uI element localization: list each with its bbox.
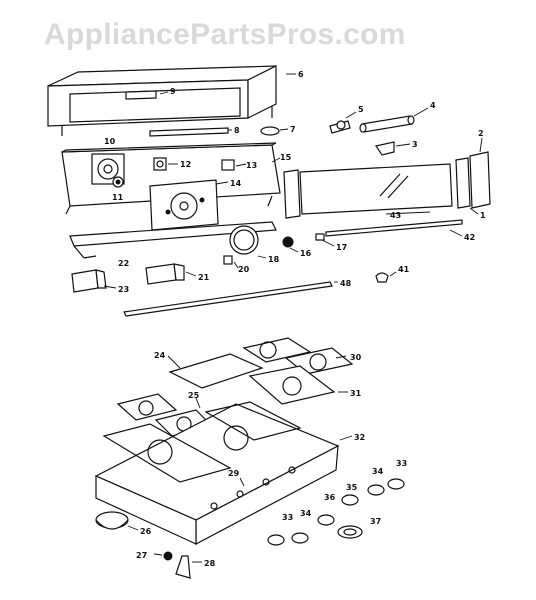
- part-26-cap[interactable]: [95, 511, 129, 530]
- label-13: 13: [246, 161, 257, 170]
- label-26: 26: [140, 527, 152, 536]
- label-7: 7: [290, 125, 296, 134]
- label-17: 17: [336, 243, 347, 252]
- part-14-control-dial[interactable]: [149, 179, 219, 231]
- label-31: 31: [350, 389, 362, 398]
- part-42-rail[interactable]: [325, 219, 463, 237]
- part-22-support-rail[interactable]: [69, 221, 277, 259]
- label-2: 2: [478, 129, 484, 138]
- label-22: 22: [118, 259, 129, 268]
- part-19-ring[interactable]: [229, 225, 259, 255]
- label-10: 10: [104, 137, 116, 146]
- label-6: 6: [298, 70, 304, 79]
- part-1-end-bracket[interactable]: [283, 157, 471, 219]
- part-2-end-cap[interactable]: [469, 151, 491, 209]
- part-7-clip[interactable]: [260, 126, 280, 136]
- part-16-grommet[interactable]: [282, 236, 294, 248]
- label-33-left: 33: [282, 513, 293, 522]
- label-35: 35: [346, 483, 358, 492]
- label-1: 1: [480, 211, 486, 220]
- label-3: 3: [412, 140, 418, 149]
- part-23-box[interactable]: [71, 269, 107, 293]
- label-24: 24: [154, 351, 166, 360]
- label-12: 12: [180, 160, 191, 169]
- label-48: 48: [340, 279, 352, 288]
- leader-lines: [103, 73, 483, 563]
- label-20: 20: [238, 265, 250, 274]
- part-43-glass-panel[interactable]: [299, 163, 453, 215]
- part-3-bracket[interactable]: [375, 141, 395, 156]
- part-17-clip[interactable]: [315, 233, 325, 241]
- label-18: 18: [268, 255, 280, 264]
- part-6-backguard-trim[interactable]: [47, 65, 277, 136]
- part-32-cooktop-frame[interactable]: [94, 401, 340, 545]
- part-5-socket[interactable]: [329, 120, 351, 134]
- label-8: 8: [234, 126, 240, 135]
- part-21-box[interactable]: [145, 263, 185, 285]
- label-23: 23: [118, 285, 129, 294]
- label-29: 29: [228, 469, 240, 478]
- part-31-grate[interactable]: [248, 365, 336, 405]
- label-41: 41: [398, 265, 410, 274]
- label-11: 11: [112, 193, 124, 202]
- label-43: 43: [390, 211, 401, 220]
- label-36: 36: [324, 493, 336, 502]
- part-24-cover[interactable]: [168, 353, 264, 389]
- label-5: 5: [358, 105, 364, 114]
- label-37: 37: [370, 517, 381, 526]
- label-33: 33: [396, 459, 407, 468]
- label-34-left: 34: [300, 509, 312, 518]
- label-4: 4: [430, 101, 436, 110]
- part-8-strip[interactable]: [149, 127, 229, 137]
- part-41-clip[interactable]: [375, 272, 389, 283]
- watermark-text: AppliancePartsPros.com: [44, 18, 406, 51]
- label-30: 30: [350, 353, 362, 362]
- part-4-fluorescent-tube[interactable]: [359, 115, 415, 133]
- part-13-switch[interactable]: [221, 159, 235, 171]
- part-48-rod[interactable]: [123, 281, 333, 317]
- part-12-switch[interactable]: [153, 157, 167, 171]
- burner-knobs[interactable]: [267, 478, 405, 546]
- label-21: 21: [198, 273, 210, 282]
- label-34-right: 34: [372, 467, 384, 476]
- part-11-knob[interactable]: [112, 176, 124, 188]
- label-28: 28: [204, 559, 216, 568]
- label-9: 9: [170, 87, 176, 96]
- label-42: 42: [464, 233, 475, 242]
- label-32: 32: [354, 433, 365, 442]
- part-labels: 6 9 8 7 5 4 3 2 1 10 11 12 13 14 15 16 1…: [104, 70, 486, 568]
- label-27: 27: [136, 551, 147, 560]
- part-9-nameplate[interactable]: [125, 90, 157, 100]
- label-25: 25: [188, 391, 200, 400]
- label-16: 16: [300, 249, 312, 258]
- part-28-knob[interactable]: [175, 555, 191, 579]
- label-14: 14: [230, 179, 242, 188]
- label-15: 15: [280, 153, 292, 162]
- part-27-knob-insert[interactable]: [163, 551, 173, 561]
- part-20-clip[interactable]: [223, 255, 233, 265]
